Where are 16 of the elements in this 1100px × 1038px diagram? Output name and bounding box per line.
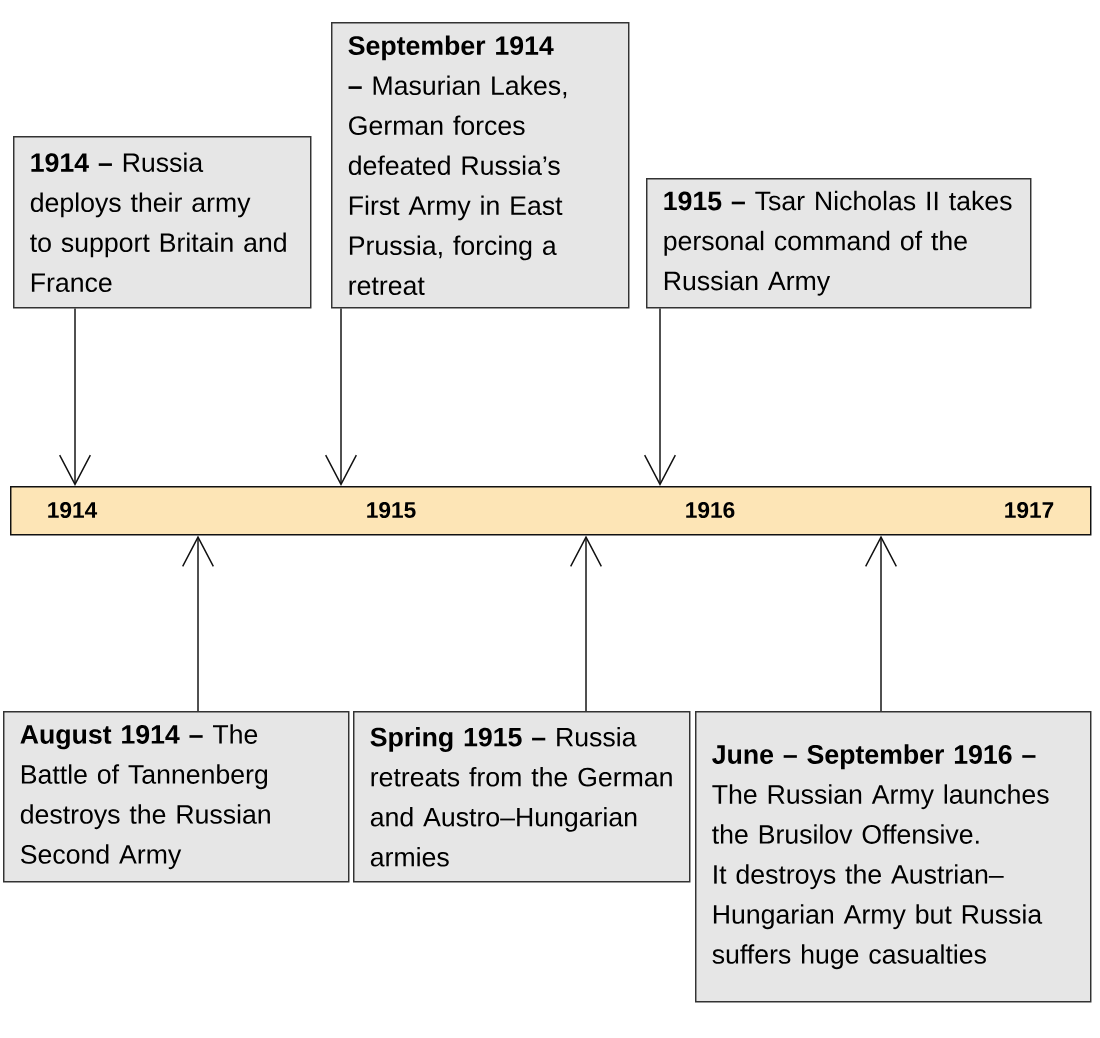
year-label: 1916: [686, 501, 735, 519]
event-box: September 1914 – Masurian Lakes, German forces defeated Russia’s First Army in East Prussia, forcing a retreat: [331, 22, 630, 309]
arrow: [864, 535, 898, 712]
arrow: [324, 307, 358, 486]
arrow: [58, 307, 92, 486]
event-box: 1915 – Tsar Nicholas II takes personal command of the Russian Army: [646, 178, 1032, 309]
year-label: 1914: [48, 501, 98, 519]
year-label: 1917: [1005, 501, 1054, 519]
event-box: 1914 – Russia deploys their army to support Britain and France: [13, 136, 312, 309]
year-label: 1915: [367, 501, 416, 519]
arrow: [569, 535, 603, 712]
arrow: [643, 307, 677, 486]
event-box: August 1914 – The Battle of Tannenberg destroys the Russian Second Army: [3, 711, 350, 883]
event-box: June – September 1916 – The Russian Army launches the Brusilov Offensive. It destroys the Austrian–Hungarian Army but Russia suffers huge casualties: [695, 711, 1092, 1003]
arrow: [181, 535, 215, 712]
event-box: Spring 1915 – Russia retreats from the German and Austro–Hungarian armies: [353, 711, 691, 883]
